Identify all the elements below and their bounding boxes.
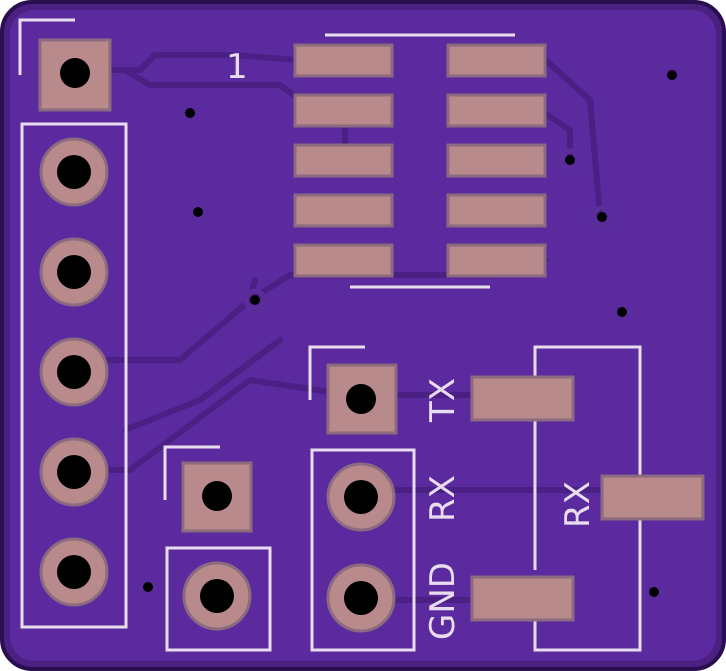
tx-label: TX bbox=[423, 378, 463, 423]
pin1-label: 1 bbox=[226, 47, 248, 87]
vias bbox=[143, 70, 677, 597]
gnd-label: GND bbox=[423, 562, 463, 640]
smd-pads-right bbox=[470, 375, 705, 622]
rx-right-label: RX bbox=[558, 481, 598, 528]
header-left bbox=[38, 38, 112, 607]
header-power bbox=[181, 461, 253, 631]
header-serial bbox=[326, 363, 398, 633]
rx-left-label: RX bbox=[423, 475, 463, 522]
ic-footprint bbox=[293, 43, 547, 278]
